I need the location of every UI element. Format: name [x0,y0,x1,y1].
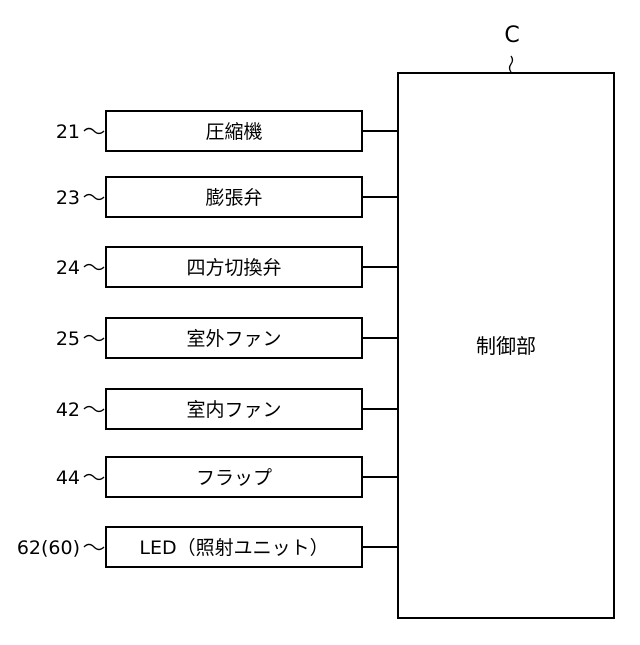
component-label: 室内ファン [186,399,281,421]
controller-leader-line [510,56,513,72]
leader-line [84,475,104,480]
component-ref-label: 23 [56,187,80,209]
controller-block: 制御部 C [398,23,614,618]
component-label: 膨張弁 [205,187,262,209]
component-label: 圧縮機 [205,121,262,143]
component-label: フラップ [196,467,272,489]
component-block: フラップ 44 [56,457,398,497]
component-ref-label: 21 [56,121,80,143]
leader-line [84,407,104,412]
controller-label: 制御部 [476,334,536,358]
component-label: 室外ファン [186,328,281,350]
leader-line [84,545,104,550]
component-ref-label: 25 [56,328,80,350]
component-block: 四方切換弁 24 [56,247,398,287]
component-ref-label: 42 [56,399,80,421]
component-ref-label: 44 [56,467,80,489]
component-ref-label: 62(60) [17,537,80,559]
component-label: LED（照射ユニット） [139,537,328,559]
component-block: 室外ファン 25 [56,318,398,358]
component-block: 室内ファン 42 [56,389,398,429]
leader-line [84,265,104,270]
controller-ref-label: C [504,23,519,48]
component-ref-label: 24 [56,257,80,279]
leader-line [84,195,104,200]
component-block: 膨張弁 23 [56,177,398,217]
component-block: LED（照射ユニット） 62(60) [17,527,398,567]
component-label: 四方切換弁 [186,257,281,279]
leader-line [84,336,104,341]
component-block: 圧縮機 21 [56,111,398,151]
leader-line [84,129,104,134]
